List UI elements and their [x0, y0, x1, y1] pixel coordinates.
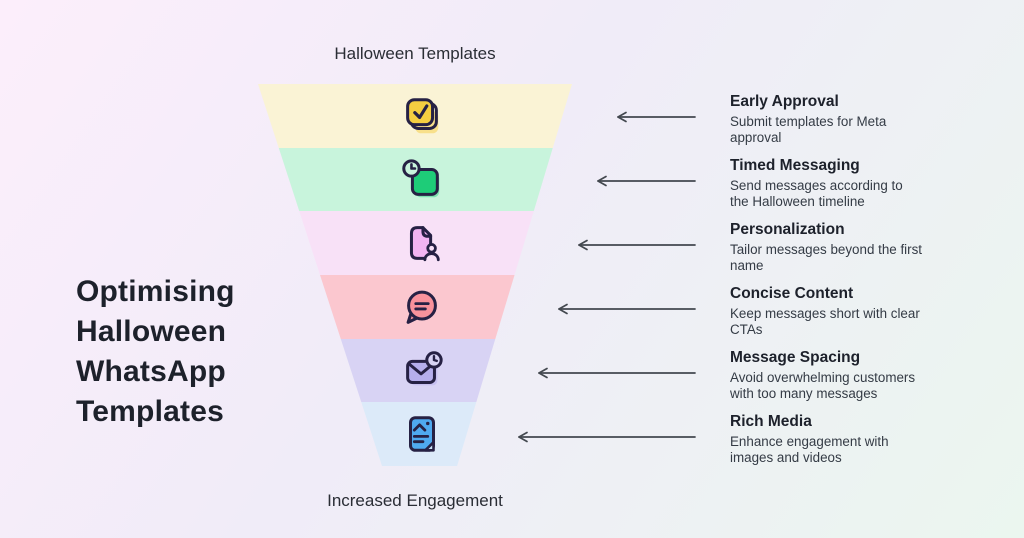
funnel-band-message-spacing	[258, 338, 572, 403]
arrow-message-spacing	[538, 367, 696, 379]
funnel-bottom-label: Increased Engagement	[327, 491, 503, 510]
funnel-band-concise-content	[258, 275, 572, 339]
arrow-early-approval	[617, 111, 696, 123]
arrow-timed-messaging	[597, 175, 696, 187]
arrow-personalization	[578, 239, 696, 251]
stage-block-rich-media: Rich Media Enhance engagement with image…	[730, 412, 925, 466]
funnel	[258, 84, 572, 466]
stage-heading: Personalization	[730, 221, 845, 238]
stage-description: Tailor messages beyond the first name	[730, 242, 923, 273]
timed-square-icon	[399, 157, 440, 197]
stage-heading: Rich Media	[730, 413, 812, 430]
mail-clock-icon	[399, 348, 445, 385]
stage-block-early-approval: Early Approval Submit templates for Meta…	[730, 92, 925, 146]
chat-bubble-icon	[399, 284, 445, 330]
stage-heading: Message Spacing	[730, 349, 861, 366]
stage-block-timed-messaging: Timed Messaging Send messages according …	[730, 156, 925, 210]
funnel-band-early-approval	[258, 84, 572, 148]
stage-block-personalization: Personalization Tailor messages beyond t…	[730, 220, 925, 274]
user-document-icon	[399, 220, 445, 266]
stage-description: Avoid overwhelming customers with too ma…	[730, 370, 916, 401]
stage-description: Keep messages short with clear CTAs	[730, 306, 920, 337]
page-title: Optimising Halloween WhatsApp Templates	[76, 275, 235, 428]
funnel-band-timed-messaging	[258, 147, 572, 212]
arrow-rich-media	[518, 431, 696, 443]
approved-templates-icon	[399, 93, 439, 134]
stage-block-concise-content: Concise Content Keep messages short with…	[730, 284, 925, 338]
stage-block-message-spacing: Message Spacing Avoid overwhelming custo…	[730, 348, 925, 402]
stage-description: Enhance engagement with images and video…	[730, 434, 889, 465]
stage-heading: Early Approval	[730, 93, 839, 110]
media-document-icon	[399, 411, 445, 457]
funnel-top-label: Halloween Templates	[334, 44, 496, 63]
stage-description: Send messages according to the Halloween…	[730, 178, 903, 209]
stage-heading: Concise Content	[730, 285, 854, 302]
stage-heading: Timed Messaging	[730, 157, 860, 174]
funnel-band-personalization	[258, 211, 572, 276]
stage-description: Submit templates for Meta approval	[730, 114, 887, 145]
arrow-concise-content	[558, 303, 696, 315]
